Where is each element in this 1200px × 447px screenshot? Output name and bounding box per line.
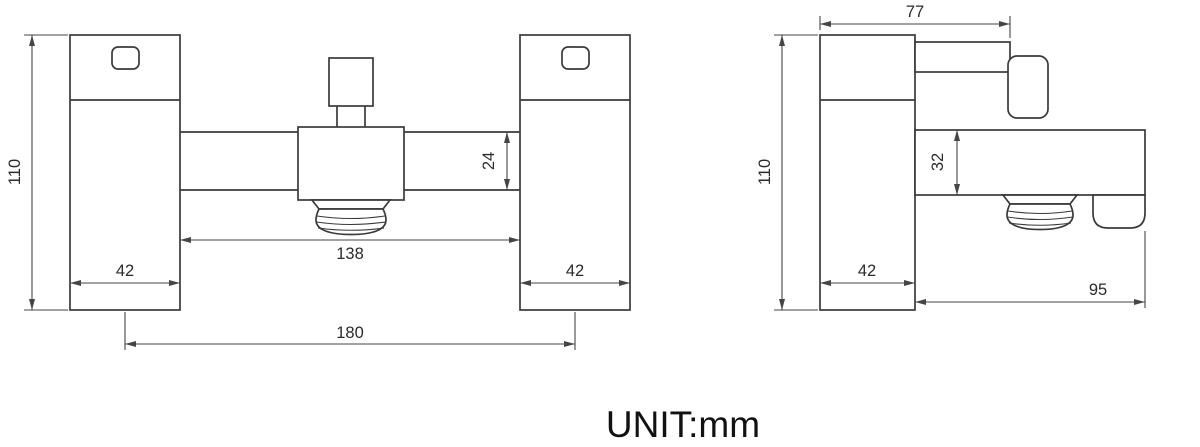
front-diverter-knob [328, 57, 374, 107]
front-left-pillar [69, 34, 181, 311]
front-body [180, 57, 520, 201]
front-outlet-connector [315, 208, 387, 236]
side-shower-outlet [1001, 194, 1079, 231]
side-dim-body-height: 32 [929, 130, 960, 195]
front-right-handle [561, 46, 590, 70]
front-dim-right-pillar-width-label: 42 [566, 262, 584, 280]
side-dim-handle-reach-label: 77 [906, 3, 924, 21]
side-dim-pillar-depth-label: 42 [858, 262, 876, 280]
side-handle [914, 41, 1049, 119]
side-view: 77 110 42 32 95 [756, 3, 1146, 311]
front-dim-body-height: 24 [480, 132, 510, 190]
front-dim-overall-width-label: 180 [336, 324, 364, 342]
side-dim-overall-height: 110 [756, 34, 818, 311]
front-dim-body-height-label: 24 [480, 152, 498, 170]
side-handle-arm [914, 41, 1011, 73]
side-handle-grip [1007, 55, 1049, 119]
thread-line [1007, 210, 1073, 215]
side-dim-body-height-label: 32 [929, 153, 947, 171]
side-outlet-connector [1006, 203, 1074, 231]
side-dim-pillar-depth: 42 [820, 262, 915, 286]
front-dim-right-pillar-width: 42 [520, 262, 630, 286]
side-pillar [819, 34, 916, 311]
side-dim-spout-reach: 95 [915, 231, 1146, 308]
side-dim-overall-height-label: 110 [756, 159, 774, 185]
side-dim-handle-reach: 77 [819, 3, 1011, 38]
unit-label: UNIT:mm [606, 404, 760, 445]
front-dim-overall-width: 180 [124, 312, 576, 350]
front-left-pillar-body [69, 34, 181, 311]
front-outlet-flange [310, 199, 392, 210]
side-body [914, 129, 1146, 229]
thread-line [1007, 216, 1073, 221]
front-dim-overall-height: 110 [6, 34, 68, 311]
front-left-handle [111, 46, 140, 70]
front-shower-outlet [310, 199, 392, 236]
front-right-pillar [519, 34, 631, 311]
side-pillar-body [819, 34, 916, 311]
front-center-block [297, 126, 405, 201]
front-dim-left-pillar-width-label: 42 [116, 262, 134, 280]
front-dim-pillar-gap: 138 [180, 237, 520, 263]
side-spout-tip [1092, 194, 1146, 229]
front-right-pillar-body [519, 34, 631, 311]
thread-line [1008, 222, 1072, 226]
front-view: 110 42 42 138 180 24 [6, 34, 631, 350]
thread-line [316, 221, 386, 226]
side-body-bar [914, 129, 1146, 196]
front-dim-pillar-gap-label: 138 [336, 245, 364, 263]
front-dim-left-pillar-width: 42 [70, 262, 180, 286]
thread-line [316, 215, 386, 220]
thread-line [317, 227, 385, 231]
front-dim-overall-height-label: 110 [6, 159, 24, 185]
side-dim-spout-reach-label: 95 [1089, 281, 1107, 299]
side-outlet-flange [1001, 194, 1079, 205]
